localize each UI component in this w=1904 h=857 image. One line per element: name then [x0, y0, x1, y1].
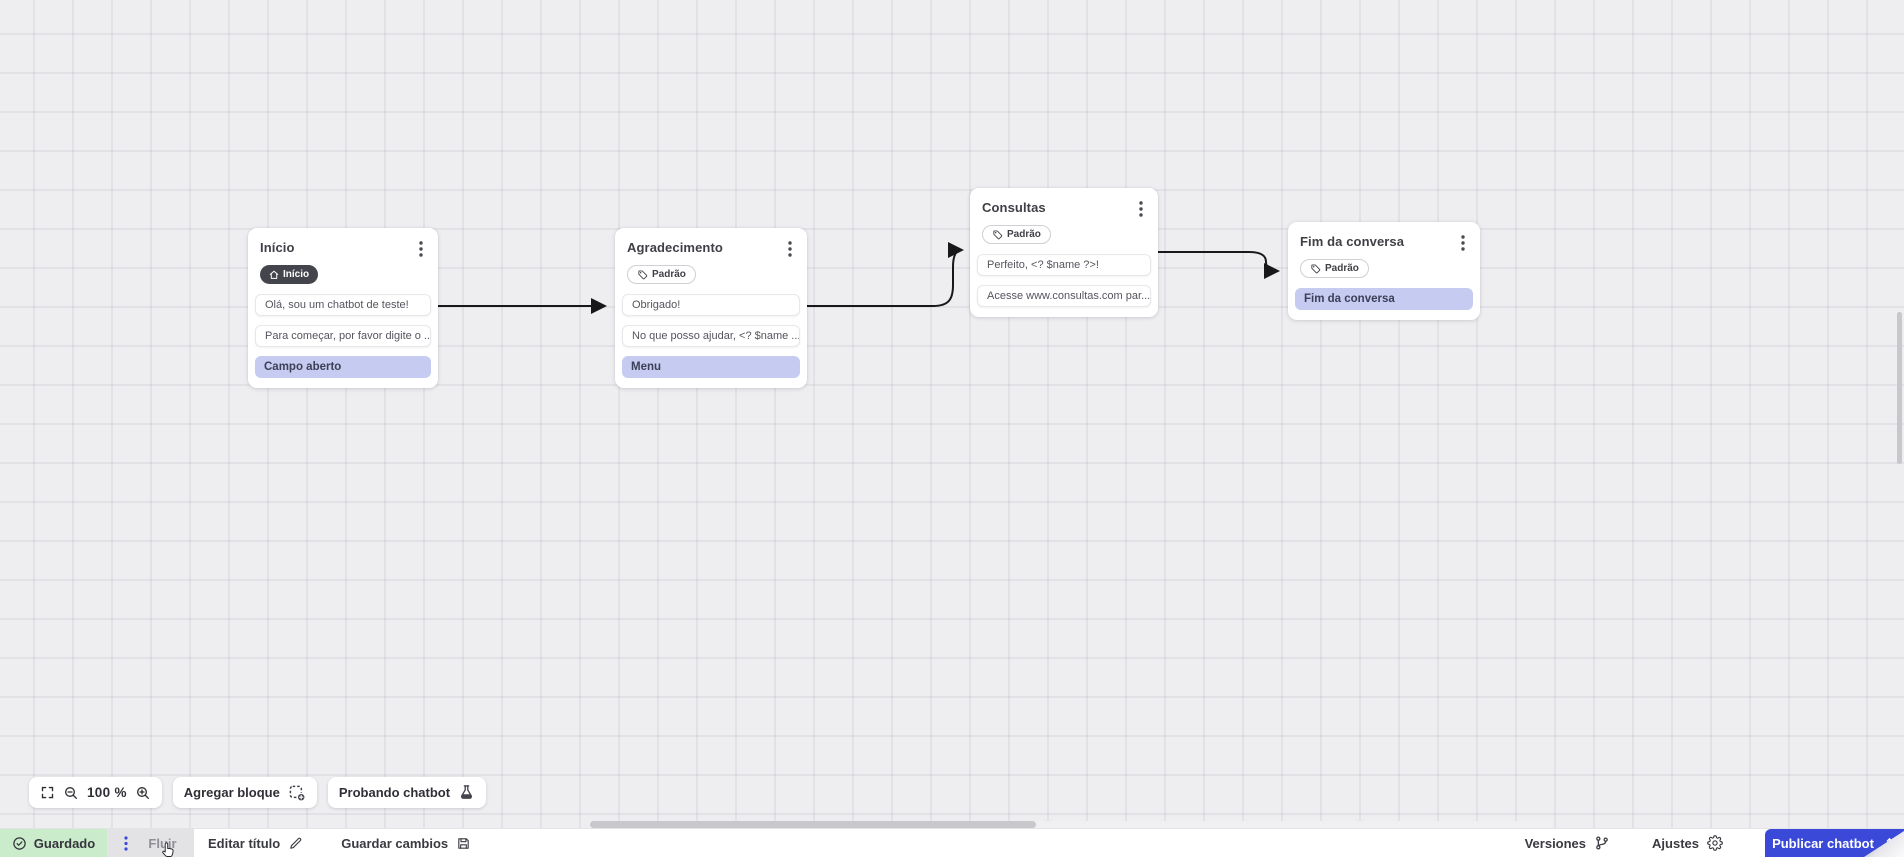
message-row[interactable]: No que posso ajudar, <? $name ...	[622, 325, 800, 347]
tag-icon	[1310, 263, 1321, 274]
badge-label: Início	[283, 269, 310, 280]
flow-node-agradecimento[interactable]: Agradecimento Padrão Obrigado! No que po…	[615, 228, 807, 388]
flow-node-consultas[interactable]: Consultas Padrão Perfeito, <? $name ?>! …	[970, 188, 1158, 317]
home-icon	[269, 270, 279, 280]
kebab-menu-icon[interactable]	[124, 835, 129, 851]
branch-icon	[1594, 835, 1610, 851]
kebab-menu-icon[interactable]	[1139, 201, 1143, 217]
flask-icon	[458, 784, 475, 801]
edit-title-button[interactable]: Editar título	[208, 829, 303, 857]
node-header: Consultas	[970, 188, 1158, 217]
zoom-level: 100 %	[87, 785, 127, 800]
save-changes-button[interactable]: Guardar cambios	[341, 829, 471, 857]
message-row[interactable]: Para começar, por favor digite o ...	[255, 325, 431, 347]
horizontal-scrollbar-thumb[interactable]	[590, 821, 1036, 828]
badge-label: Padrão	[1007, 229, 1041, 240]
message-row[interactable]: Acesse www.consultas.com par...	[977, 285, 1151, 307]
saved-status-badge: Guardado	[0, 829, 107, 857]
flow-name: Fluir	[148, 835, 177, 851]
badge-label: Padrão	[652, 269, 686, 280]
save-changes-label: Guardar cambios	[341, 835, 449, 851]
statusbar-right-group: Versiones Ajustes Publicar chatbot	[1525, 829, 1904, 857]
node-badge: Padrão	[1300, 259, 1369, 278]
flow-node-inicio[interactable]: Início Início Olá, sou um chatbot de tes…	[248, 228, 438, 388]
settings-button[interactable]: Ajustes	[1652, 829, 1723, 857]
wire-agradecimento-consultas	[806, 242, 964, 307]
tag-icon	[992, 229, 1003, 240]
versions-button[interactable]: Versiones	[1525, 829, 1610, 857]
action-row[interactable]: Menu	[622, 356, 800, 378]
add-block-button[interactable]: Agregar bloque	[172, 777, 317, 808]
pencil-icon	[288, 836, 303, 851]
tag-icon	[637, 269, 648, 280]
kebab-menu-icon[interactable]	[419, 241, 423, 257]
wire-consultas-fim	[1156, 251, 1280, 279]
vertical-scrollbar-thumb[interactable]	[1897, 312, 1902, 464]
horizontal-scrollbar[interactable]	[590, 821, 1552, 828]
node-rows: Fim da conversa	[1288, 288, 1480, 310]
badge-label: Padrão	[1325, 263, 1359, 274]
zoom-in-icon[interactable]	[135, 785, 151, 801]
add-block-icon	[288, 784, 306, 802]
node-header: Agradecimento	[615, 228, 807, 257]
node-header: Início	[248, 228, 438, 257]
action-row[interactable]: Fim da conversa	[1295, 288, 1473, 310]
fit-view-icon[interactable]	[40, 785, 55, 800]
node-rows: Olá, sou um chatbot de teste! Para começ…	[248, 294, 438, 378]
versions-label: Versiones	[1524, 835, 1587, 851]
node-header: Fim da conversa	[1288, 222, 1480, 251]
saved-label: Guardado	[33, 835, 96, 851]
kebab-menu-icon[interactable]	[788, 241, 792, 257]
zoom-controls: 100 %	[29, 777, 162, 808]
message-row[interactable]: Obrigado!	[622, 294, 800, 316]
edit-title-label: Editar título	[208, 835, 281, 851]
action-row[interactable]: Campo aberto	[255, 356, 431, 378]
zoom-out-icon[interactable]	[63, 785, 79, 801]
node-badge: Padrão	[982, 225, 1051, 244]
message-row[interactable]: Perfeito, <? $name ?>!	[977, 254, 1151, 276]
node-title: Início	[260, 240, 295, 255]
publish-label: Publicar chatbot	[1772, 835, 1874, 851]
flow-node-fim-da-conversa[interactable]: Fim da conversa Padrão Fim da conversa	[1288, 222, 1480, 320]
test-chatbot-label: Probando chatbot	[338, 785, 451, 800]
test-chatbot-button[interactable]: Probando chatbot	[327, 777, 487, 808]
message-row[interactable]: Olá, sou um chatbot de teste!	[255, 294, 431, 316]
statusbar: Guardado Fluir Editar título Guardar cam…	[0, 828, 1904, 857]
node-title: Consultas	[982, 200, 1046, 215]
node-title: Fim da conversa	[1300, 234, 1405, 249]
node-rows: Obrigado! No que posso ajudar, <? $name …	[615, 294, 807, 378]
check-circle-icon	[12, 836, 27, 851]
flow-tab[interactable]: Fluir	[107, 829, 194, 857]
add-block-label: Agregar bloque	[183, 785, 280, 800]
node-title: Agradecimento	[627, 240, 723, 255]
canvas-toolbar: 100 % Agregar bloque Probando chatbot	[29, 777, 487, 808]
kebab-menu-icon[interactable]	[1461, 235, 1465, 251]
save-icon	[456, 836, 471, 851]
node-badge: Início	[260, 265, 319, 284]
node-badge: Padrão	[627, 265, 696, 284]
settings-label: Ajustes	[1652, 835, 1699, 851]
node-rows: Perfeito, <? $name ?>! Acesse www.consul…	[970, 254, 1158, 307]
gear-icon	[1707, 835, 1723, 851]
